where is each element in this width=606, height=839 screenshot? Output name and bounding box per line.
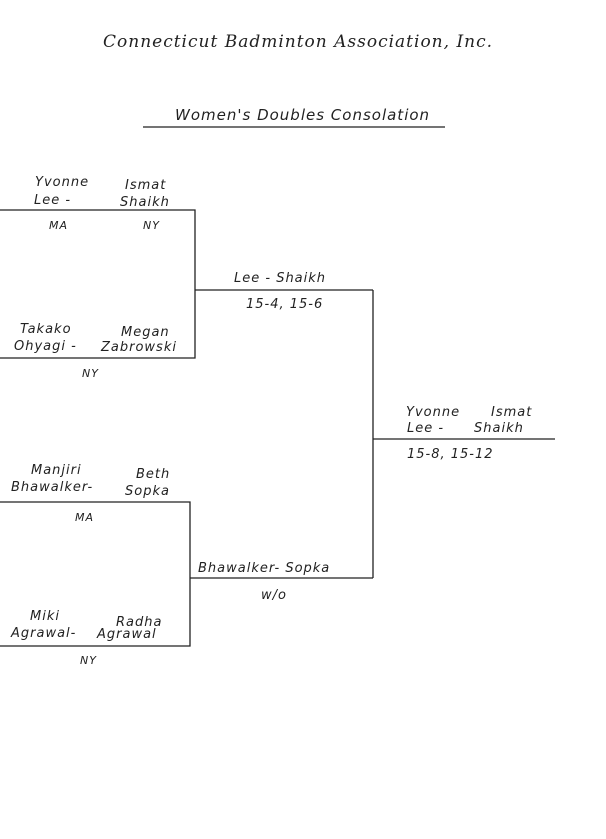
m4-player1-last: Agrawal- (11, 626, 77, 641)
final-player1-first: Yvonne (406, 405, 461, 420)
bracket-r1-top (0, 209, 196, 359)
m3-player1-last: Bhawalker- (11, 480, 94, 495)
m1-player2-last: Shaikh (120, 195, 170, 210)
event-title: Women's Doubles Consolation (175, 106, 431, 124)
r2-bottom-winner: Bhawalker- Sopka (198, 561, 331, 576)
m4-state: NY (80, 654, 97, 667)
r2-top-winner: Lee - Shaikh (234, 271, 327, 286)
r2-bottom-score: w/o (261, 588, 287, 603)
m1-player1-first: Yvonne (35, 175, 90, 190)
m2-player1-last: Ohyagi - (14, 339, 77, 354)
m4-player2-last: Agrawal (97, 627, 157, 642)
m2-player2-first: Megan (121, 325, 170, 340)
final-player1-last: Lee - (407, 421, 445, 436)
final-player2-first: Ismat (491, 405, 533, 420)
m3-player2-last: Sopka (125, 484, 170, 499)
m1-state2: NY (143, 219, 160, 232)
m4-player2-first: Radha (116, 615, 163, 630)
m3-state: MA (75, 511, 95, 524)
final-score: 15-8, 15-12 (407, 447, 494, 462)
m1-player1-last: Lee - (34, 193, 72, 208)
m3-player1-first: Manjiri (31, 463, 82, 478)
m2-player2-last: Zabrowski (101, 340, 177, 355)
m1-player2-first: Ismat (125, 178, 167, 193)
r2-top-score: 15-4, 15-6 (246, 297, 324, 312)
m2-state: NY (82, 367, 99, 380)
organization-title: Connecticut Badminton Association, Inc. (103, 32, 494, 52)
m4-player1-first: Miki (30, 609, 60, 624)
m1-state1: MA (49, 219, 69, 232)
m3-player2-first: Beth (136, 467, 171, 482)
m2-player1-first: Takako (20, 322, 72, 337)
final-player2-last: Shaikh (474, 421, 524, 436)
bracket-r1-bottom (0, 501, 191, 647)
